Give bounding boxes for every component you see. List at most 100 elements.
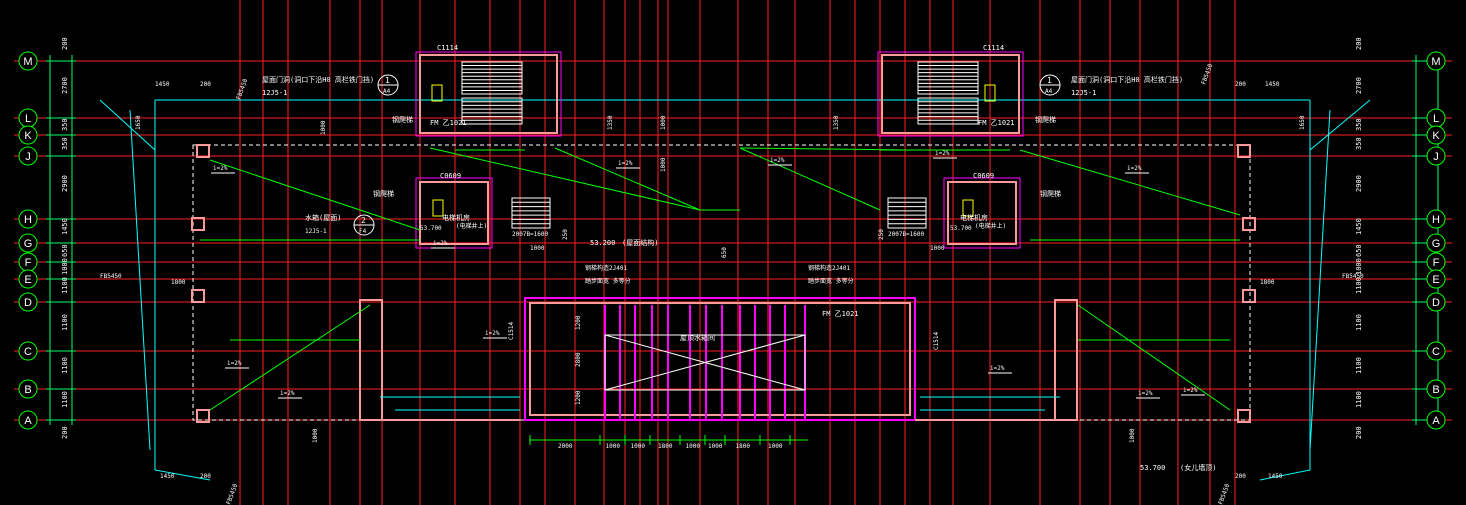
dim-right-6: 650 xyxy=(1355,244,1363,257)
dim-left-4: 2900 xyxy=(61,175,69,192)
detail-ref-left-sheet: A4 xyxy=(383,88,391,95)
label-dim-1800-r: 1800 xyxy=(1260,279,1275,286)
axis-bubble-h-right xyxy=(1426,209,1446,229)
stair-flight-right-upper-frame xyxy=(917,61,979,95)
column-0 xyxy=(196,144,210,158)
label-dim-1000-f: 1000 xyxy=(312,428,319,443)
label-dim-1000-b: 1000 xyxy=(660,115,667,130)
label-steel-stair-left: 钢梯构造2J401 xyxy=(585,264,627,272)
label-dim-1000-g: 1000 xyxy=(1129,428,1136,443)
dim-left-3: 350 xyxy=(61,137,69,150)
dim-right-9: 1100 xyxy=(1355,314,1363,331)
axis-bubble-b-left xyxy=(18,379,38,399)
label-dim-2800: 2800 xyxy=(575,352,582,367)
label-dim-1450-br: 1450 xyxy=(1268,473,1283,480)
dim-left-7: 1000 xyxy=(61,258,69,275)
dim-left-11: 1100 xyxy=(61,391,69,408)
label-bottom-note: (女儿墙顶) xyxy=(1180,463,1216,472)
water-tank-room xyxy=(524,297,916,421)
stair-flight-left-lower xyxy=(461,97,523,125)
label-roof-ladder-right: 钢爬梯 xyxy=(1035,115,1056,124)
axis-label-g: G xyxy=(24,238,33,250)
label-dim-650-v: 650 xyxy=(721,247,728,258)
axis-bubble-d-right xyxy=(1426,292,1446,312)
axis-bubble-k-left xyxy=(18,125,38,145)
label-dim-200-bl: 200 xyxy=(200,473,211,480)
water-tank-inner xyxy=(529,302,911,416)
label-elev-left: 53.700 xyxy=(420,225,442,232)
label-steel-stair-right: 钢梯构造2J401 xyxy=(808,264,850,272)
bottom-dim-3: 1800 xyxy=(658,443,673,450)
stair-core-right xyxy=(881,54,1020,134)
axis-label-j: J xyxy=(1433,151,1439,163)
label-elev-room-right-sub: (电梯井上) xyxy=(975,222,1006,230)
bottom-dim-7: 1000 xyxy=(768,443,783,450)
dim-right-5: 1450 xyxy=(1355,218,1363,235)
label-dim-1350: 1350 xyxy=(607,115,614,130)
slope-label-11: i=2% xyxy=(1183,387,1198,394)
stair-flight-left-lower-frame xyxy=(461,97,523,125)
drain-line xyxy=(739,147,881,211)
water-tank xyxy=(604,334,806,391)
label-steel-ladder-left: 钢爬梯 xyxy=(373,189,394,198)
drain-line xyxy=(209,304,371,411)
label-roof-ladder-left: 钢爬梯 xyxy=(392,115,413,124)
axis-label-e: E xyxy=(1432,274,1439,286)
dim-right-11: 1100 xyxy=(1355,391,1363,408)
label-fm-bottom: FM 乙1021 xyxy=(822,310,859,318)
axis-bubble-c-left xyxy=(18,341,38,361)
axis-label-c: C xyxy=(24,346,32,358)
axis-grid xyxy=(14,0,1452,505)
axis-bubble-m-right xyxy=(1426,51,1446,71)
axis-bubble-m-left xyxy=(18,51,38,71)
label-dim-1650-b: 1650 xyxy=(1299,115,1306,130)
column-1 xyxy=(1237,144,1251,158)
axis-label-m: M xyxy=(1431,56,1440,68)
axis-bubble-b-right xyxy=(1426,379,1446,399)
wall-right-a xyxy=(1054,299,1078,421)
ladder-symbol xyxy=(432,199,444,217)
elevator-room-left xyxy=(419,181,489,245)
slope-label-2: i=2% xyxy=(433,240,448,247)
ladder-symbol xyxy=(984,84,996,102)
label-dim-1450-bl: 1450 xyxy=(160,473,175,480)
label-dim-1800-l: 1800 xyxy=(171,279,186,286)
label-detail-ref-left: 12J5-1 xyxy=(262,89,287,97)
label-fb-left: FB5450 xyxy=(100,273,122,280)
label-dim-1000-e: 1000 xyxy=(930,245,945,252)
axis-bubble-e-right xyxy=(1426,269,1446,289)
label-window-top-left: C1114 xyxy=(437,44,458,52)
axis-label-a: A xyxy=(24,415,32,427)
label-dim-1450-tl: 1450 xyxy=(155,81,170,88)
dim-left-1: 2700 xyxy=(61,77,69,94)
bottom-dim-1: 1000 xyxy=(606,443,621,450)
label-dim-1350-b: 1350 xyxy=(833,115,840,130)
dim-right-12: 200 xyxy=(1355,426,1363,439)
axis-label-b: B xyxy=(24,384,31,396)
axis-label-k: K xyxy=(24,130,32,142)
details xyxy=(200,61,1241,445)
label-dim-200-tr: 200 xyxy=(1235,81,1246,88)
axis-bubble-a-right xyxy=(1426,410,1446,430)
detail-ref-water-sheet: F4 xyxy=(359,228,367,235)
slope-label-8: i=2% xyxy=(1127,165,1142,172)
axis-label-b: B xyxy=(1432,384,1439,396)
label-elev-center: 53.200 xyxy=(590,239,615,247)
elevator-room-left-outline xyxy=(415,177,493,249)
parapet-left-outer xyxy=(129,109,151,451)
dim-left-8: 1100 xyxy=(61,277,69,294)
roof-outline xyxy=(99,99,1371,481)
label-elev-room-right: 电梯机房 xyxy=(960,213,988,222)
label-window-top-right: C1114 xyxy=(983,44,1004,52)
parapet-left xyxy=(99,99,211,481)
axis-bubble-g-left xyxy=(18,233,38,253)
stair-flight-left-upper xyxy=(461,61,523,95)
label-elev-room-left-sub: (电梯井上) xyxy=(456,222,487,230)
dim-left-9: 1100 xyxy=(61,314,69,331)
column-7 xyxy=(1242,289,1256,303)
label-fm-left: FM 乙1021 xyxy=(430,119,467,127)
slope-label-1: i=2% xyxy=(213,165,228,172)
label-dim-1000-a: 1000 xyxy=(320,120,327,135)
axis-bubble-j-right xyxy=(1426,146,1446,166)
